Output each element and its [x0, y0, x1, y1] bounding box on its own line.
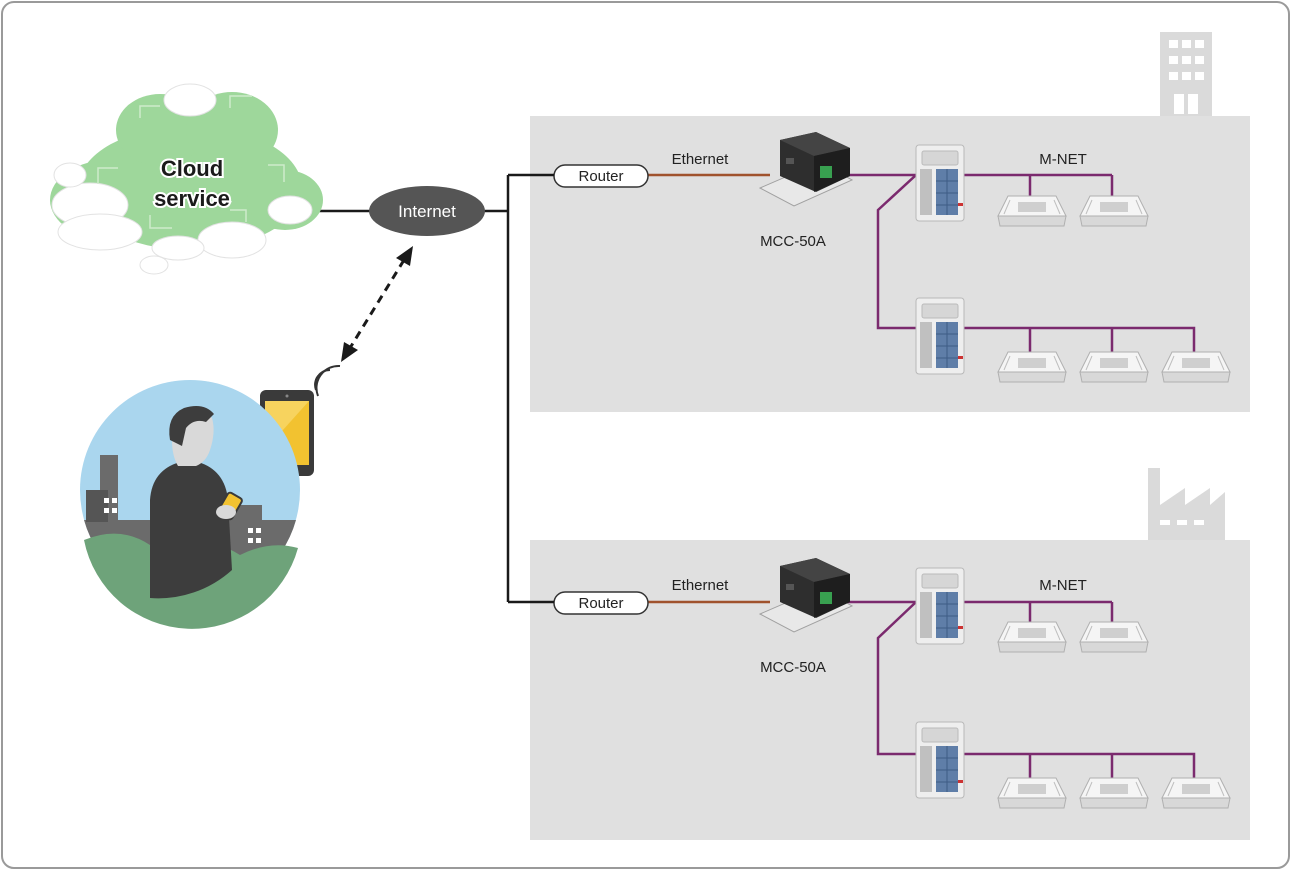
site-1: Router Ethernet MCC-50A M-NET [530, 32, 1250, 412]
ethernet-label: Ethernet [672, 151, 730, 168]
router-label: Router [578, 168, 623, 185]
router-label: Router [578, 595, 623, 612]
outdoor-unit [915, 721, 965, 799]
wifi-icon [314, 364, 341, 397]
mnet-label: M-NET [1039, 577, 1087, 594]
internet-node: Internet [369, 186, 485, 236]
indoor-unit [997, 195, 1067, 227]
outdoor-unit [915, 144, 965, 222]
indoor-unit [997, 621, 1067, 653]
controller-label: MCC-50A [760, 233, 826, 250]
cloud-service-node: Cloud service [50, 83, 323, 275]
router-node: Router [553, 591, 649, 615]
site-2: Router Ethernet MCC-50A M-NET [530, 468, 1250, 840]
indoor-unit [1161, 777, 1231, 809]
factory-icon [1148, 468, 1225, 545]
mnet-line [964, 752, 1196, 778]
mnet-line [842, 173, 920, 330]
mnet-line [964, 326, 1196, 352]
cloud-label-line2: service [154, 186, 230, 211]
indoor-unit [997, 351, 1067, 383]
mnet-label: M-NET [1039, 151, 1087, 168]
indoor-unit [1079, 195, 1149, 227]
ethernet-label: Ethernet [672, 577, 730, 594]
office-building-icon [1160, 32, 1212, 122]
indoor-unit [1079, 777, 1149, 809]
outdoor-unit [915, 567, 965, 645]
mnet-line [842, 600, 920, 756]
outdoor-unit [915, 297, 965, 375]
internet-label: Internet [398, 202, 456, 221]
router-node: Router [553, 164, 649, 188]
controller-label: MCC-50A [760, 659, 826, 676]
indoor-unit [1079, 351, 1149, 383]
indoor-unit [1079, 621, 1149, 653]
user-illustration [80, 380, 300, 629]
indoor-unit [997, 777, 1067, 809]
cloud-label-line1: Cloud [161, 156, 223, 181]
indoor-unit [1161, 351, 1231, 383]
wireless-link-arrow [341, 246, 413, 362]
